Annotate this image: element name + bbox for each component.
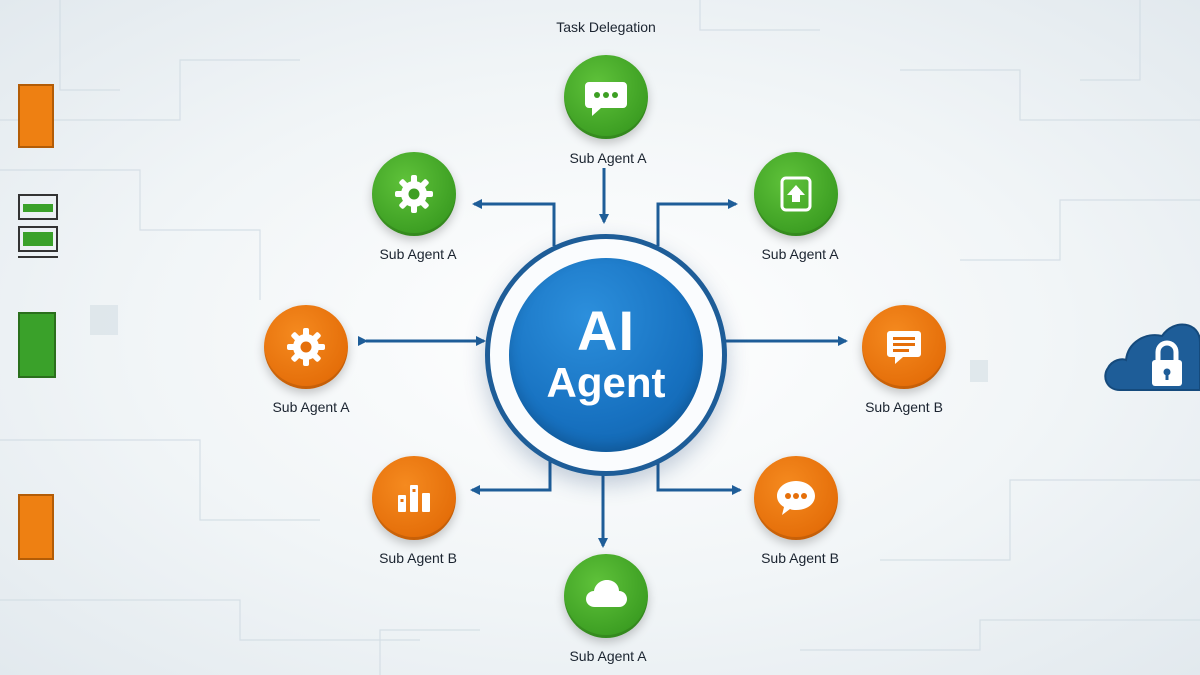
sub-agent-label-left: Sub Agent A <box>272 399 350 415</box>
diagram-title: Task Delegation <box>556 19 656 35</box>
hub-title-line2: Agent <box>546 359 666 406</box>
arrow-lower-left <box>470 450 552 495</box>
sub-agent-label-right: Sub Agent B <box>865 399 943 415</box>
sub-agent-label-top: Sub Agent A <box>569 150 647 166</box>
chat-icon <box>777 481 815 515</box>
sub-agent-node-top[interactable] <box>564 55 648 139</box>
sub-agent-node-upper-left[interactable] <box>372 152 456 236</box>
arrow-upper-right <box>656 199 738 246</box>
left-orange-bar-top <box>18 84 54 148</box>
gear-icon <box>395 175 433 213</box>
sub-agent-node-lower-right[interactable] <box>754 456 838 540</box>
ai-agent-hub-inner: AI Agent <box>509 258 703 452</box>
hub-title-line1: AI <box>577 299 635 362</box>
sub-agent-node-lower-left[interactable] <box>372 456 456 540</box>
bar-chart-icon <box>398 485 430 512</box>
document-icon <box>887 331 921 364</box>
sub-agent-node-left[interactable] <box>264 305 348 389</box>
left-green-panel-icon <box>18 194 58 262</box>
sub-agent-node-right[interactable] <box>862 305 946 389</box>
chat-icon <box>585 82 627 116</box>
sub-agent-label-upper-right: Sub Agent A <box>761 246 839 262</box>
left-orange-bar-bottom <box>18 494 54 560</box>
upload-icon <box>780 176 812 212</box>
sub-agent-label-lower-right: Sub Agent B <box>761 550 839 566</box>
sub-agent-label-bottom: Sub Agent A <box>569 648 647 664</box>
arrow-upper-left <box>472 199 556 246</box>
sub-agent-node-upper-right[interactable] <box>754 152 838 236</box>
gear-icon <box>287 328 325 366</box>
sub-agent-label-upper-left: Sub Agent A <box>379 246 457 262</box>
cloud-lock-icon <box>1104 323 1200 391</box>
sub-agent-node-bottom[interactable] <box>564 554 648 638</box>
sub-agent-label-lower-left: Sub Agent B <box>379 550 457 566</box>
cloud-icon <box>586 580 627 607</box>
left-green-bar <box>18 312 56 378</box>
ai-agent-hub[interactable]: AI Agent <box>485 234 727 476</box>
